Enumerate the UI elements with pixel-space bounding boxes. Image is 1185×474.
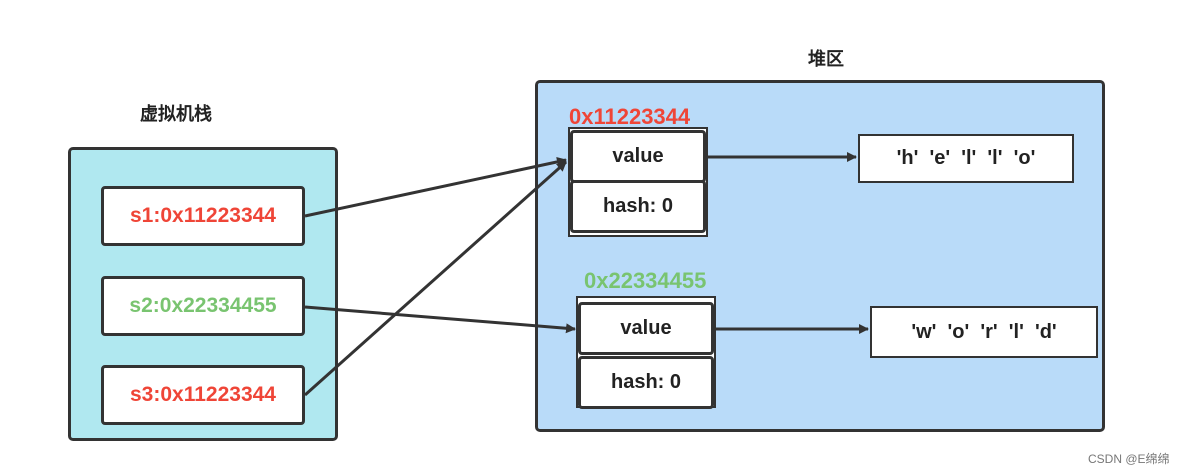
stack-ref-s2: s2:0x22334455 bbox=[101, 276, 305, 336]
arrow-s2-to-object-2 bbox=[304, 305, 576, 334]
object-2-value-field: value bbox=[578, 302, 714, 355]
char-array-2: 'w' 'o' 'r' 'l' 'd' bbox=[870, 306, 1098, 358]
arrow-s1-to-object-1 bbox=[304, 156, 567, 218]
object-2-hash-field: hash: 0 bbox=[578, 356, 714, 409]
watermark: CSDN @E绵绵 bbox=[1088, 452, 1170, 466]
stack-ref-s3: s3:0x11223344 bbox=[101, 365, 305, 425]
object-address-2: 0x22334455 bbox=[584, 268, 707, 293]
stack-title: 虚拟机栈 bbox=[140, 104, 212, 124]
object-address-1: 0x11223344 bbox=[569, 104, 691, 129]
char-array-1: 'h' 'e' 'l' 'l' 'o' bbox=[858, 134, 1074, 183]
object-1-hash-field: hash: 0 bbox=[570, 180, 706, 233]
stack-ref-s1: s1:0x11223344 bbox=[101, 186, 305, 246]
object-1-value-field: value bbox=[570, 130, 706, 183]
arrow-s3-to-object-1 bbox=[304, 160, 567, 397]
heap-title: 堆区 bbox=[808, 49, 844, 69]
